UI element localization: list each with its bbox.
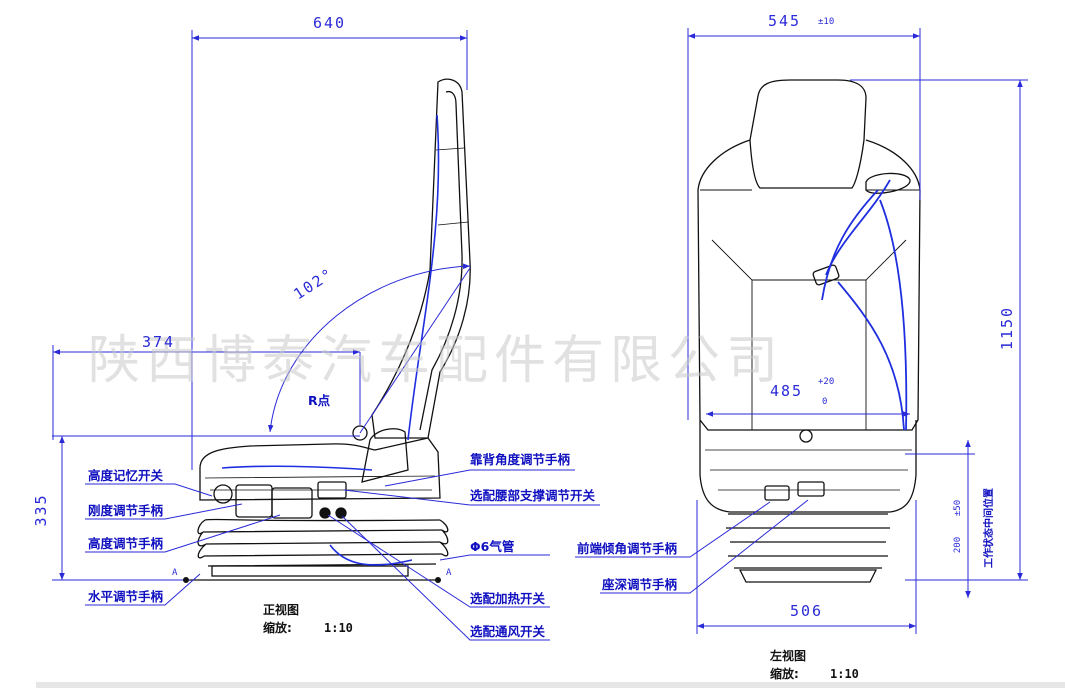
side-backrest-bracket — [361, 428, 409, 483]
leader-lumbar — [343, 489, 600, 506]
front-belt-buckle — [812, 264, 840, 286]
r-point-label: R点 — [308, 393, 331, 408]
side-caption-scale-label: 缩放: — [263, 620, 292, 635]
leader-front-tilt — [575, 501, 771, 558]
dim-485-tol-zero: 0 — [822, 397, 827, 407]
callout-height-adjust: 高度调节手柄 — [88, 536, 164, 551]
callout-horizontal: 水平调节手柄 — [88, 589, 164, 604]
leader-backrest-angle — [384, 469, 575, 487]
side-control-panel-2 — [271, 487, 313, 519]
side-switch-2 — [335, 507, 347, 519]
callout-front-tilt: 前端倾角调节手柄 — [577, 541, 678, 556]
front-bellows — [726, 513, 890, 569]
callout-air-tube: Φ6气管 — [470, 539, 514, 554]
side-view — [188, 78, 471, 581]
side-switch-1 — [319, 507, 331, 519]
section-dot-left — [183, 577, 189, 583]
front-caption-title: 左视图 — [769, 648, 806, 663]
dim-200-tol: ±50 — [953, 500, 963, 516]
side-base-plate — [211, 565, 409, 577]
front-headrest — [749, 79, 867, 189]
front-caption-scale-label: 缩放: — [770, 666, 799, 681]
front-backrest-outline — [697, 139, 921, 431]
side-cushion-tube — [221, 465, 373, 471]
dim-485-tol-plus: +20 — [818, 377, 834, 387]
section-label-right: A — [446, 568, 452, 578]
company-watermark: 陕西博泰汽车配件有限公司 — [88, 331, 784, 391]
front-cushion-outline — [699, 420, 917, 513]
dim-1150-text: 1150 — [998, 306, 1016, 350]
leader-heating — [327, 514, 550, 608]
side-cushion-line — [204, 475, 436, 491]
callout-stiffness: 刚度调节手柄 — [88, 503, 164, 518]
dim-374-text: 374 — [142, 333, 175, 351]
leader-stiffness — [85, 503, 243, 520]
front-center-hole — [799, 429, 813, 443]
front-dimensions — [575, 28, 1028, 634]
front-belt-lower — [837, 281, 905, 431]
callout-ventilation: 选配通风开关 — [470, 624, 546, 639]
dim-485-text: 485 — [770, 382, 803, 400]
side-air-tube — [329, 544, 413, 566]
side-dimensions — [52, 30, 600, 641]
side-knob — [213, 484, 233, 504]
dim-506-text: 506 — [790, 602, 823, 620]
front-cushion-lines — [705, 449, 912, 491]
section-markers — [183, 577, 441, 583]
callout-height-memory: 高度记忆开关 — [88, 468, 164, 483]
side-bellows — [202, 518, 443, 567]
angle-text: 102° — [290, 264, 337, 303]
travel-note: 工作状态中间位置 — [982, 488, 995, 568]
front-belt-strap — [825, 179, 891, 276]
front-belt-slot — [865, 172, 911, 194]
bottom-scrollbar-strip — [36, 682, 1065, 688]
front-blue-lines — [821, 179, 908, 431]
dim-335-text: 335 — [32, 493, 50, 526]
side-backrest-seam — [435, 147, 469, 226]
angle-ref-back — [359, 267, 471, 434]
dim-545-text: 545 — [768, 12, 801, 30]
angle-arc — [267, 263, 471, 433]
side-caption-scale-value: 1:10 — [324, 621, 353, 635]
front-belt-lower-2 — [879, 199, 908, 431]
section-label-left: A — [172, 568, 178, 578]
leader-air-tube — [439, 554, 550, 561]
leader-horizontal — [85, 573, 201, 606]
side-caption-title: 正视图 — [263, 602, 299, 617]
front-belt-strap-2 — [821, 189, 879, 301]
front-base — [738, 569, 878, 583]
side-cushion-outline — [199, 437, 441, 501]
leader-seat-depth — [600, 499, 809, 594]
leader-height-memory — [85, 483, 213, 497]
callout-seat-depth: 座深调节手柄 — [601, 577, 678, 592]
leader-height-adjust — [85, 514, 281, 553]
dim-200-text: 200 — [953, 537, 963, 553]
callout-backrest-angle: 靠背角度调节手柄 — [470, 452, 571, 467]
front-control-left — [764, 485, 790, 501]
front-backrest-wings — [711, 239, 907, 430]
front-control-right — [797, 481, 825, 497]
front-caption-scale-value: 1:10 — [830, 667, 859, 681]
callout-lumbar: 选配腰部支撑调节开关 — [470, 488, 596, 503]
side-bellows-edges — [197, 519, 449, 559]
leader-ventilation — [341, 515, 550, 641]
callout-heating: 选配加热开关 — [470, 591, 546, 606]
dim-545-tol: ±10 — [818, 17, 834, 27]
dim-640-text: 640 — [313, 14, 346, 32]
section-dot-right — [435, 577, 441, 583]
front-view — [697, 79, 921, 583]
